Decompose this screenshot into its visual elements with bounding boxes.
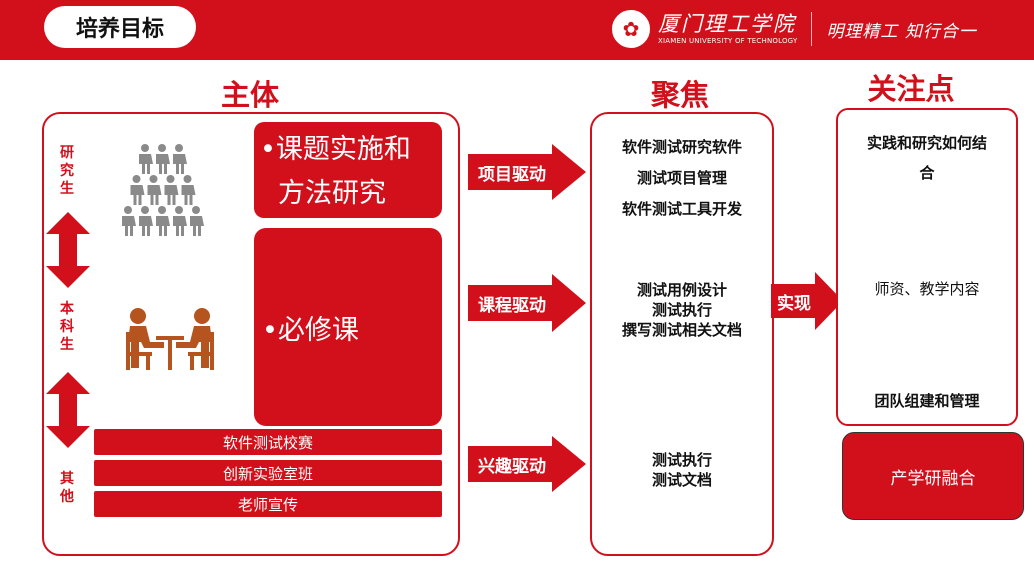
industry-integration-box: 产学研融合 [842, 432, 1024, 520]
arrow-realize: 实现 [771, 272, 843, 330]
arrow-label-course: 课程驱动 [478, 295, 546, 316]
attention-item-practice: 实践和研究如何结 合 [838, 128, 1016, 188]
focus-item: 测试项目管理 [636, 169, 727, 187]
focus-panel [590, 112, 774, 556]
research-methods-line1: •课题实施和 [260, 134, 411, 165]
focus-item: 测试执行 [651, 301, 712, 319]
double-arrow-icon [46, 212, 90, 288]
required-course-box: •必修课 [254, 228, 442, 426]
attention-item-line: 合 [919, 164, 935, 182]
research-methods-box: •课题实施和 方法研究 [254, 122, 442, 218]
arrow-label-realize: 实现 [777, 293, 811, 314]
attention-panel [836, 108, 1018, 426]
university-name-cn: 厦门理工学院 [658, 12, 796, 36]
research-methods-line2: 方法研究 [278, 178, 386, 209]
person-icon [139, 206, 153, 236]
arrow-interest-driven: 兴趣驱动 [468, 436, 586, 492]
person-icon [139, 144, 153, 174]
focus-item: 测试用例设计 [636, 281, 727, 299]
activity-bar-teacher-promo: 老师宣传 [94, 491, 442, 517]
person-icon [156, 206, 170, 236]
activity-bar-contest: 软件测试校赛 [94, 429, 442, 455]
heading-subject: 主体 [220, 78, 279, 112]
heading-focus: 聚焦 [650, 78, 709, 112]
arrow-project-driven: 项目驱动 [468, 144, 586, 200]
person-icon [164, 175, 179, 205]
focus-item: 软件测试工具开发 [621, 200, 742, 218]
page-title: 培养目标 [44, 6, 196, 48]
arrow-label-interest: 兴趣驱动 [478, 456, 546, 477]
focus-item: 测试执行 [651, 451, 712, 469]
attention-item-line: 实践和研究如何结 [866, 134, 987, 152]
person-icon [181, 175, 196, 205]
university-name-en: XIAMEN UNIVERSITY OF TECHNOLOGY [658, 37, 798, 45]
activity-bar-lab-class: 创新实验室班 [94, 460, 442, 486]
arrow-label-project: 项目驱动 [478, 164, 546, 185]
meeting-icon [126, 308, 214, 370]
focus-group-research: 软件测试研究软件 测试项目管理 软件测试工具开发 [592, 132, 772, 225]
focus-item: 软件测试研究软件 [621, 138, 742, 156]
attention-item-team: 团队组建和管理 [874, 392, 980, 410]
focus-group-course: 测试用例设计 测试执行 撰写测试相关文档 [592, 280, 772, 340]
role-other: 其他 [60, 471, 74, 505]
person-icon [130, 175, 145, 205]
university-seal-icon: ✿ [612, 10, 650, 48]
role-undergraduate: 本科生 [60, 301, 74, 353]
arrow-course-driven: 课程驱动 [468, 274, 586, 332]
person-icon [147, 175, 162, 205]
focus-item: 撰写测试相关文档 [621, 321, 742, 339]
role-graduate: 研究生 [60, 145, 74, 197]
focus-item: 测试文档 [651, 471, 712, 489]
double-arrow-icon [46, 372, 90, 448]
person-icon [190, 206, 204, 236]
university-logo: ✿ 厦门理工学院 XIAMEN UNIVERSITY OF TECHNOLOGY… [612, 6, 1030, 52]
heading-attention: 关注点 [867, 72, 955, 106]
logo-divider [811, 12, 813, 46]
person-icon [156, 144, 170, 174]
focus-group-interest: 测试执行 测试文档 [592, 450, 772, 490]
person-icon [173, 144, 187, 174]
person-icon [122, 206, 136, 236]
attention-item-faculty: 师资、教学内容 [874, 280, 980, 298]
people-pyramid-icon [122, 144, 204, 236]
university-motto: 明理精工 知行合一 [826, 21, 977, 42]
person-icon [173, 206, 187, 236]
